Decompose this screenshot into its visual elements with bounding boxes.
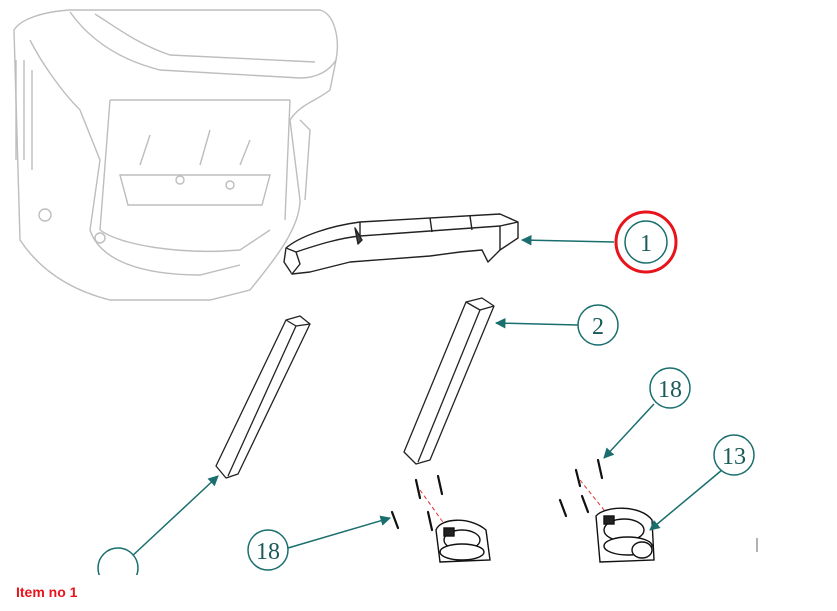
part-2-bar-left <box>215 315 311 479</box>
callout-partial <box>97 547 139 575</box>
callout-13[interactable]: 13 <box>713 434 755 476</box>
exploded-parts-diagram: 1 2 18 13 18 <box>13 9 758 575</box>
screws <box>390 458 604 532</box>
callout-18-upper-label: 18 <box>658 377 682 403</box>
part-13-assembly-right <box>595 507 655 563</box>
part-13-assembly-left <box>435 519 491 563</box>
callout-2-label: 2 <box>592 314 604 340</box>
machine-housing <box>13 9 338 301</box>
part-1-bracket <box>283 213 519 275</box>
callout-1-label: 1 <box>640 231 652 257</box>
part-2-bar-right <box>403 297 495 465</box>
callout-1[interactable]: 1 <box>614 210 678 274</box>
item-caption: Item no 1 <box>16 584 78 600</box>
callout-13-label: 13 <box>722 444 746 470</box>
callout-18-lower[interactable]: 18 <box>247 529 289 571</box>
callout-18-upper[interactable]: 18 <box>649 367 691 409</box>
leader-lines <box>129 234 723 559</box>
callout-18-lower-label: 18 <box>256 539 280 565</box>
callout-2[interactable]: 2 <box>577 304 619 346</box>
